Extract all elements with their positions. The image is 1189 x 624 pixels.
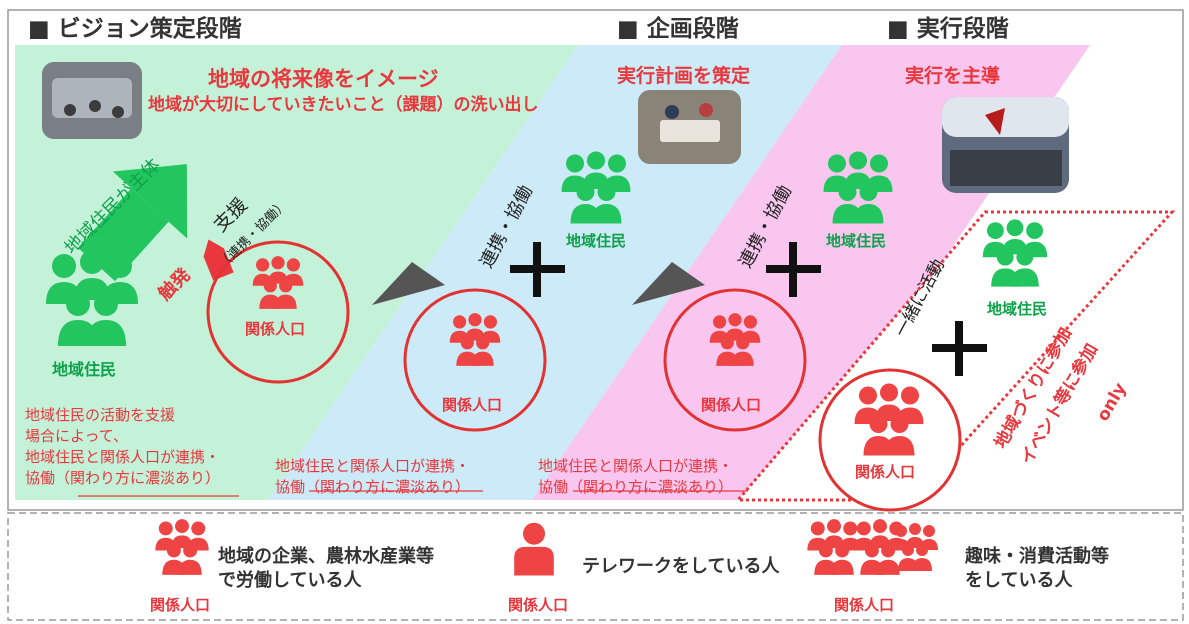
plus-icon [510,242,565,297]
vision-title: 地域の将来像をイメージ [208,67,439,91]
vision-note-line: 場合によって、 [25,427,129,445]
event-related-label: 関係人口 [855,463,916,481]
execution-title: 実行を主導 [905,65,1001,87]
planning-stage-header: ■ 企画段階 [617,16,739,42]
planning-related-circle [403,288,547,432]
legend-worker-label: 地域の企業、農林水産業等 で労働している人 [218,545,434,593]
vision-note-line: 地域住民と関係人口が連携・ [25,448,221,466]
planning-related-label: 関係人口 [442,396,503,414]
vision-residents-label: 地域住民 [52,360,117,379]
legend-telework-caption: 関係人口 [508,596,569,614]
legend-hobby-icon-3 [892,523,938,571]
execution-residents-label: 地域住民 [826,232,887,250]
planning-note-link[interactable]: （関わり方に濃淡あり） [305,478,471,496]
photo-meeting [42,62,142,139]
plus-icon [932,321,987,376]
legend-hobby-icon-1 [807,519,861,575]
execution-related-label: 関係人口 [701,396,762,414]
execution-stage-header: ■ 実行段階 [887,16,1009,42]
legend-worker-caption: 関係人口 [150,596,211,614]
vision-band [15,45,578,500]
trigger-arrow [203,239,234,281]
event-residents-label: 地域住民 [987,300,1048,318]
execution-related-circle [663,288,807,432]
planning-title: 実行計画を策定 [617,65,751,87]
legend-hobby-label: 趣味・消費活動等 をしている人 [965,545,1109,593]
vision-note-line: 地域住民の活動を支援 [25,406,176,424]
execution-note: 地域住民と関係人口が連携・ 協働（関わり方に濃淡あり） [538,456,798,498]
legend-hobby-caption: 関係人口 [834,596,895,614]
planning-note-prefix: 協働 [275,478,306,496]
legend-worker-icon [155,519,209,575]
vision-related-circle [206,240,350,384]
transition-arrow-1 [372,262,445,305]
planning-note: 地域住民と関係人口が連携・ 協働（関わり方に濃淡あり） [275,456,535,498]
vision-stage-header: ■ ビジョン策定段階 [28,16,242,42]
planning-residents-label: 地域住民 [566,232,627,250]
legend-hobby-line: 趣味・消費活動等 [965,546,1109,567]
upper-frame [7,9,1184,511]
legend-telework-icon [514,522,554,576]
vision-subtitle: 地域が大切にしていきたいこと（課題）の洗い出し [148,95,539,115]
legend-frame [7,512,1184,621]
execution-note-link[interactable]: （関わり方に濃淡あり） [568,478,734,496]
legend-worker-line: 地域の企業、農林水産業等 [218,546,434,567]
planning-note-line: 地域住民と関係人口が連携・ [275,457,471,475]
plus-icon [766,242,821,297]
vision-note-prefix: 協働 [25,469,56,487]
legend-telework-label: テレワークをしている人 [582,556,780,577]
photo-workshop [638,90,741,164]
execution-note-line: 地域住民と関係人口が連携・ [538,457,734,475]
transition-arrow-2 [632,262,705,305]
legend-hobby-line: をしている人 [965,570,1073,591]
legend-worker-line: で労働している人 [218,570,362,591]
execution-note-prefix: 協働 [538,478,569,496]
vision-note-link[interactable]: （関わり方に濃淡あり） [55,469,221,487]
vision-related-label: 関係人口 [245,320,306,338]
photo-event [942,97,1069,193]
vision-note: 地域住民の活動を支援 場合によって、 地域住民と関係人口が連携・ 協働（関わり方… [25,405,285,489]
